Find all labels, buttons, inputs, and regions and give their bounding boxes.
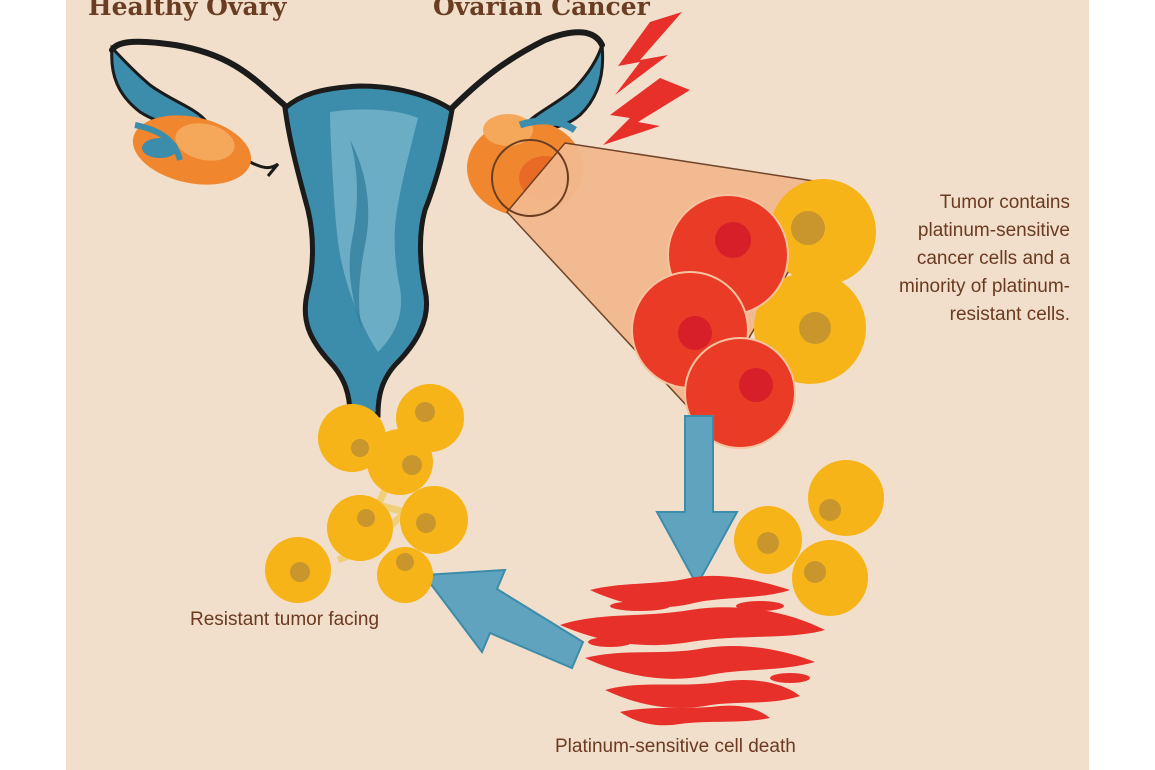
healthy-ovary-heading: Healthy Ovary	[88, 0, 287, 21]
cell-death-label: Platinum-sensitive cell death	[555, 736, 796, 757]
tumor-label-line: cancer cells and a	[916, 248, 1070, 269]
resistant-cell	[377, 547, 433, 603]
right-fimbria	[522, 44, 605, 131]
back-arrow	[422, 568, 585, 670]
resistant-cell	[367, 429, 433, 495]
tumor-label-line: Tumor contains	[939, 192, 1070, 213]
uterus-cavity	[349, 140, 369, 330]
lightning-icon	[603, 12, 690, 145]
tumor-label-line: platinum-sensitive	[917, 220, 1070, 241]
tumor-label-line: resistant cells.	[949, 304, 1070, 325]
fallopian-tubes	[109, 29, 605, 113]
resistant-tumor-cluster	[265, 384, 468, 603]
tumor-label-line: minority of platinum-	[898, 276, 1070, 297]
left-ligament	[249, 160, 280, 177]
right-tube	[447, 29, 605, 113]
left-tube	[109, 38, 293, 113]
resistant-tumor-label: Resistant tumor facing	[190, 609, 380, 630]
left-fimbria	[110, 44, 208, 127]
zoom-circle	[491, 139, 569, 217]
healthy-ovary	[132, 115, 252, 185]
cell-death-splatter	[560, 575, 825, 726]
zoomed-cell-cluster	[631, 179, 876, 449]
tumor-description-label: Tumor contains platinum-sensitive cancer…	[840, 189, 1070, 329]
surviving-resistant-cells	[734, 460, 884, 616]
ovarian-cancer-heading: Ovarian Cancer	[433, 0, 650, 21]
down-arrow	[655, 415, 739, 588]
resistant-cell	[327, 495, 393, 561]
